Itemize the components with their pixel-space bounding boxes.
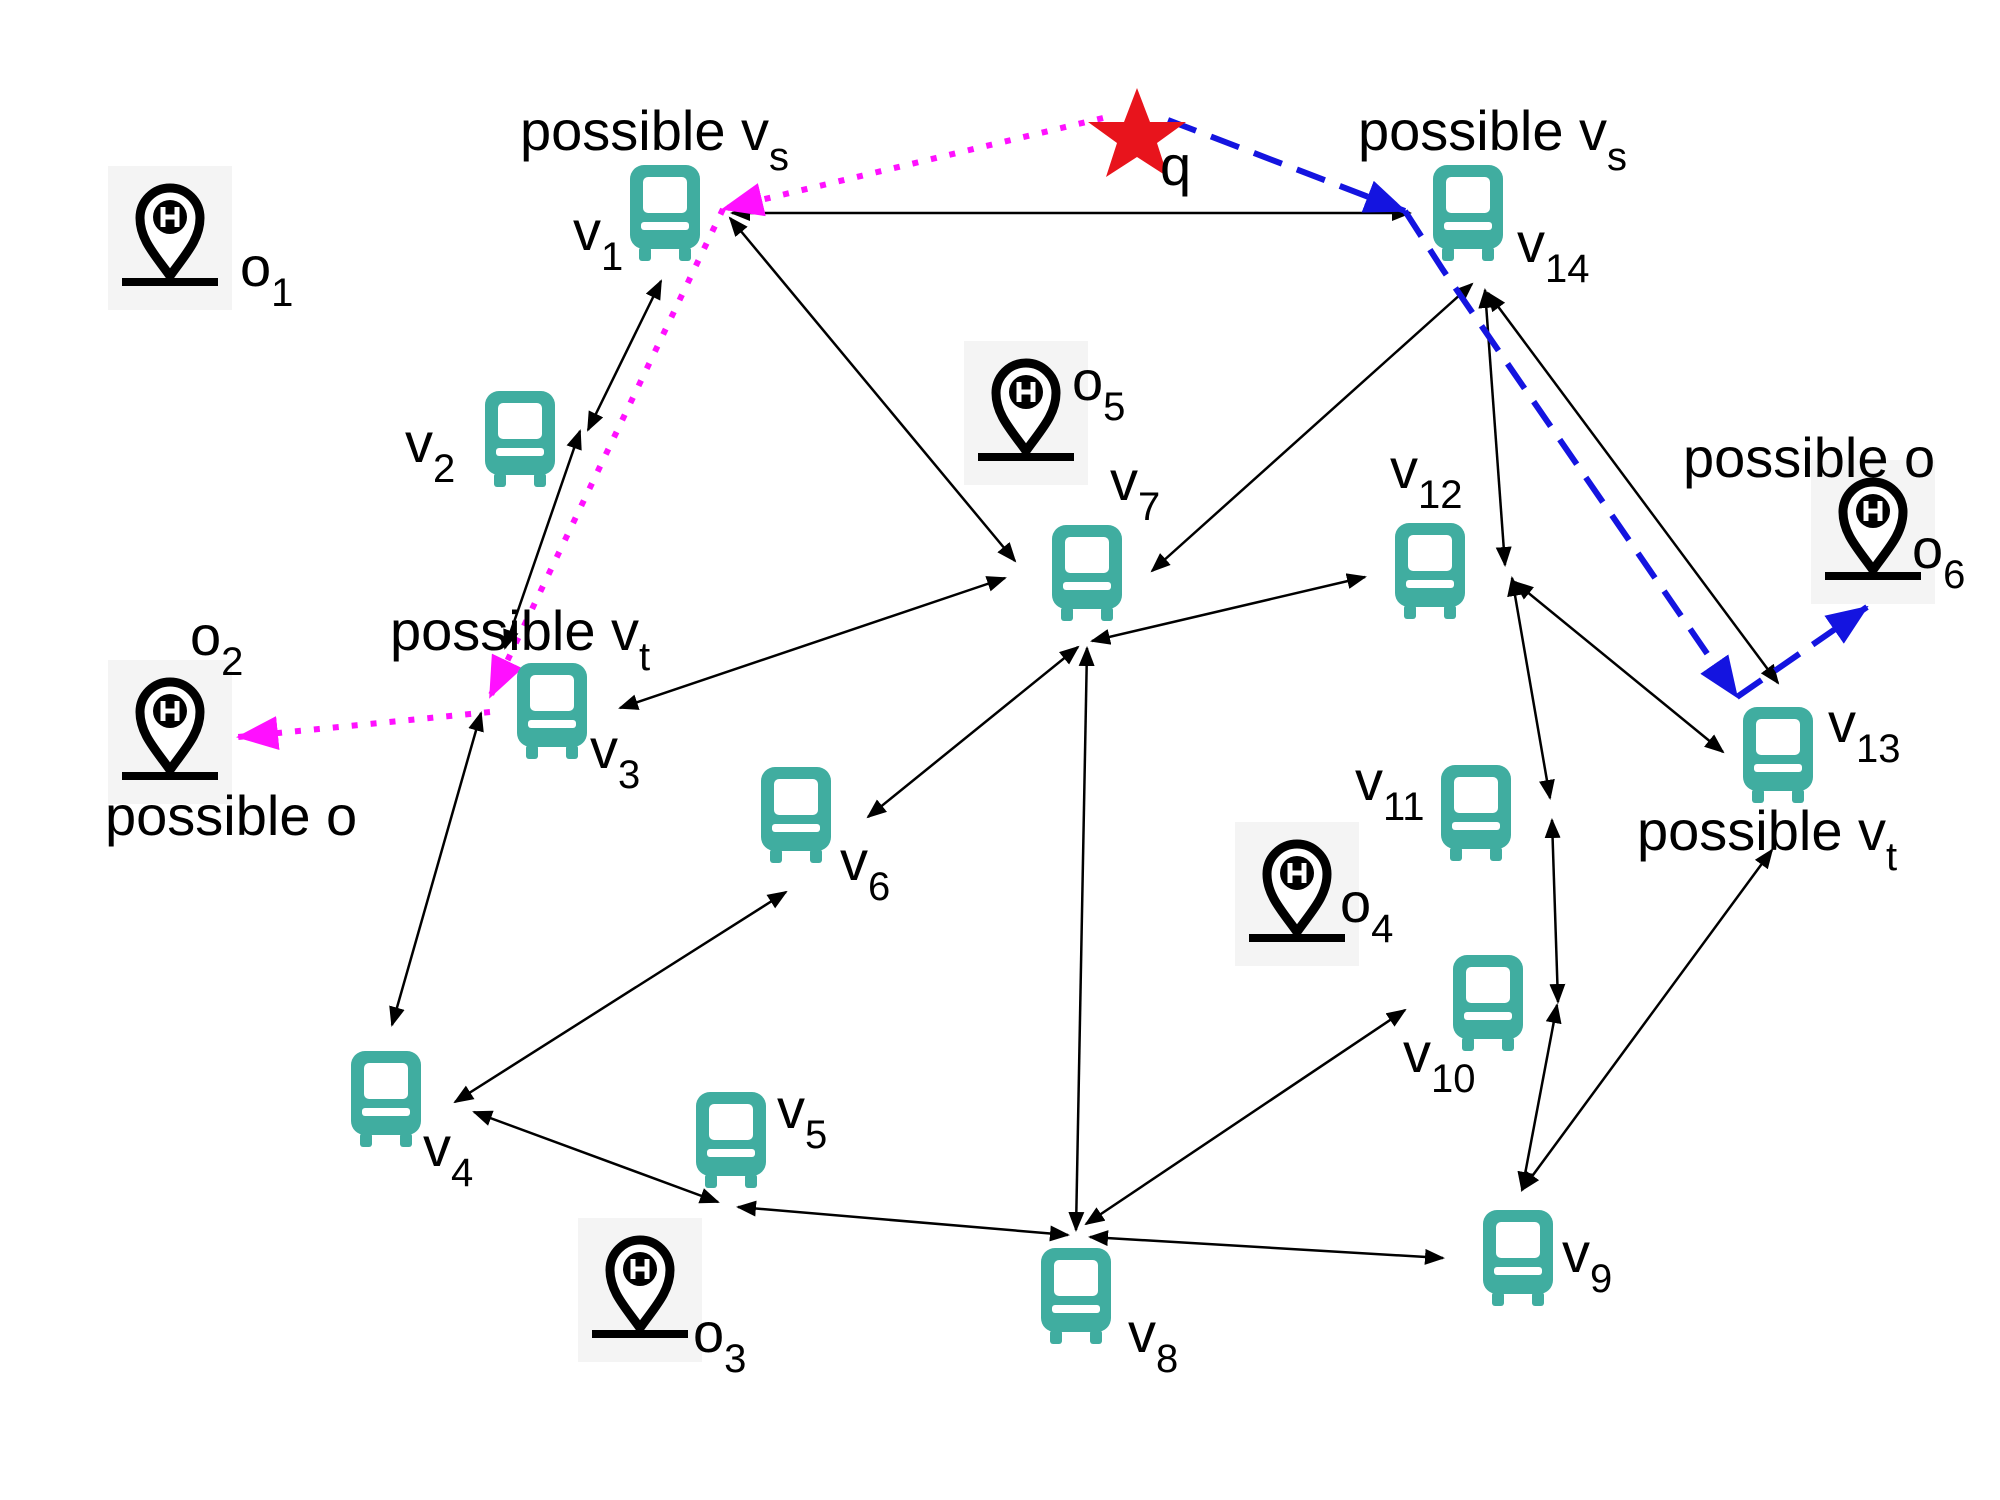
object-labels: o1 o2 o3 o4 o5 o6 — [190, 235, 1965, 1381]
bus-icon — [1052, 525, 1122, 621]
possible-o-left-label: possible o — [105, 784, 357, 847]
edge-v7-v12 — [1090, 573, 1367, 645]
hospital-pin-icon — [108, 166, 232, 310]
station-label-v11: v11 — [1355, 749, 1425, 829]
possible-vs-right-label: possible vs — [1358, 99, 1627, 179]
edge-v7-v6 — [866, 645, 1080, 819]
hospital-pin-icon — [108, 660, 232, 804]
route-magenta-v1-to-v3 — [487, 207, 726, 699]
hospital-pin-icon — [578, 1218, 702, 1362]
bus-icon — [1441, 765, 1511, 861]
bus-icon — [517, 663, 587, 759]
object-label-o5: o5 — [1072, 349, 1125, 429]
object-label-o6: o6 — [1912, 517, 1965, 597]
bus-icon — [761, 767, 831, 863]
star-icon — [1088, 88, 1186, 177]
station-label-v2: v2 — [405, 411, 455, 491]
station-label-v7: v7 — [1110, 449, 1160, 529]
edge-v8-v10 — [1084, 1008, 1407, 1226]
edge-v14-v13 — [1486, 291, 1780, 685]
object-label-o4: o4 — [1340, 871, 1393, 951]
edge-v5-v8 — [736, 1200, 1070, 1242]
station-label-v12: v12 — [1390, 437, 1463, 517]
possible-o-right-label: possible o — [1683, 426, 1935, 489]
station-label-v3: v3 — [590, 717, 640, 797]
route-blue — [1166, 117, 1869, 700]
edge-v6-v4 — [453, 890, 788, 1104]
station-label-v8: v8 — [1128, 1301, 1178, 1381]
bus-icon — [696, 1092, 766, 1188]
hospital-pin-icon — [964, 341, 1088, 485]
station-label-v5: v5 — [777, 1077, 827, 1157]
query-label: q — [1160, 134, 1191, 197]
bus-icon — [1041, 1248, 1111, 1344]
edge-v3-v4 — [389, 711, 484, 1027]
bus-icon — [1453, 955, 1523, 1051]
possible-vs-left-label: possible vs — [520, 99, 789, 179]
route-magenta-v3-to-o2 — [236, 709, 491, 750]
route-blue-v14-to-v13 — [1402, 209, 1740, 699]
edge-v7-v8 — [1068, 646, 1095, 1232]
edge-v2-v3 — [503, 429, 582, 650]
object-label-o2: o2 — [190, 604, 243, 684]
route-blue-v13-to-o6 — [1735, 604, 1869, 700]
station-label-v14: v14 — [1517, 211, 1590, 291]
bus-icon — [1395, 523, 1465, 619]
annotation-labels: possible vs possible vs possible vt poss… — [105, 99, 1935, 879]
station-label-v1: v1 — [573, 199, 623, 279]
possible-vt-left-label: possible vt — [390, 599, 650, 679]
object-label-o3: o3 — [693, 1301, 746, 1381]
edge-v10-v11 — [1544, 818, 1566, 1004]
possible-vt-right-label: possible vt — [1637, 799, 1897, 879]
edge-v9-v13 — [1520, 848, 1774, 1192]
object-label-o1: o1 — [240, 235, 293, 315]
edge-v8-v9 — [1088, 1230, 1445, 1265]
bus-icon — [1483, 1210, 1553, 1306]
station-label-v13: v13 — [1828, 691, 1901, 771]
edge-v12-v13 — [1513, 580, 1725, 754]
route-magenta — [236, 115, 1104, 750]
bus-icon — [1433, 165, 1503, 261]
edge-v9-v10 — [1517, 1003, 1562, 1192]
edge-v1-v7 — [728, 216, 1017, 563]
route-blue-q-to-v14 — [1166, 117, 1407, 214]
station-labels: v1 v2 v3 v4 v5 v6 v7 v8 v9 v10 v11 v12 v… — [405, 199, 1901, 1381]
edge-v11-v12 — [1507, 576, 1555, 800]
bus-icon — [1743, 707, 1813, 803]
station-label-v10: v10 — [1403, 1021, 1476, 1101]
edge-v7-v14 — [1150, 282, 1474, 573]
edge-v1-v2 — [586, 279, 663, 432]
station-label-v6: v6 — [840, 829, 890, 909]
station-label-v4: v4 — [423, 1115, 473, 1195]
bus-icon — [630, 165, 700, 261]
bus-icon — [485, 391, 555, 487]
objects-layer — [108, 166, 1935, 1362]
bus-icon — [351, 1051, 421, 1147]
station-label-v9: v9 — [1562, 1221, 1612, 1301]
edges-layer — [389, 205, 1780, 1265]
route-magenta-q-to-v1 — [721, 115, 1104, 217]
edge-v3-v7 — [618, 576, 1007, 710]
edge-v4-v5 — [472, 1110, 720, 1204]
